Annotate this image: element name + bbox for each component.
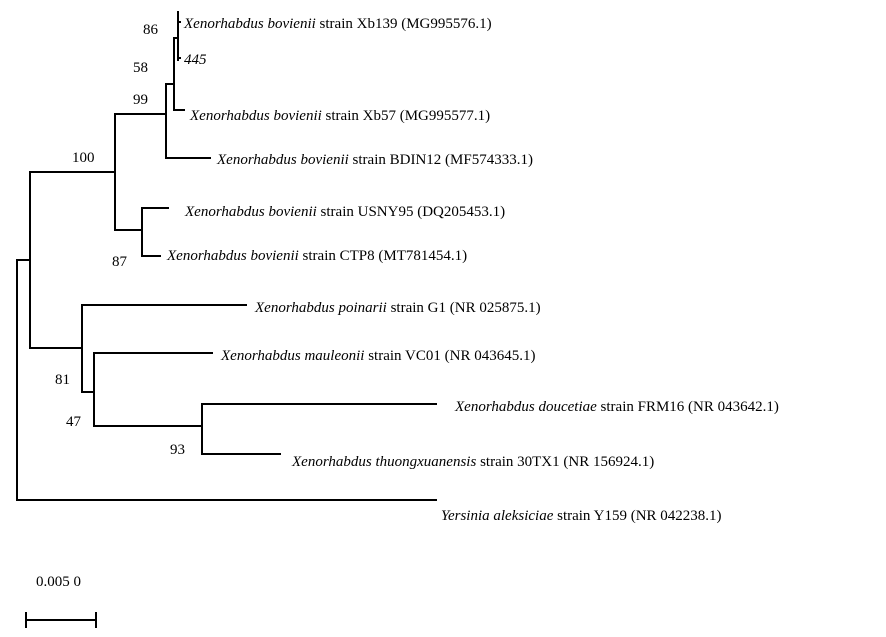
strain-text-30tx1: strain 30TX1 (NR 156924.1) bbox=[476, 454, 654, 470]
species-name-xb139: Xenorhabdus bovienii bbox=[183, 16, 316, 32]
species-name-vc01: Xenorhabdus mauleonii bbox=[220, 348, 364, 364]
taxon-label-usny95: Xenorhabdus bovienii strain USNY95 (DQ20… bbox=[184, 204, 505, 220]
species-name-bdin12: Xenorhabdus bovienii bbox=[216, 152, 349, 168]
species-name-frm16: Xenorhabdus doucetiae bbox=[454, 399, 597, 415]
bootstrap-81: 81 bbox=[55, 372, 70, 388]
taxon-label-frm16: Xenorhabdus doucetiae strain FRM16 (NR 0… bbox=[454, 399, 779, 415]
bootstrap-99: 99 bbox=[133, 92, 148, 108]
bootstrap-58: 58 bbox=[133, 60, 148, 76]
taxon-label-y159: Yersinia aleksiciae strain Y159 (NR 0422… bbox=[441, 508, 722, 524]
scale-bar-label: 0.005 0 bbox=[36, 574, 81, 590]
species-name-30tx1: Xenorhabdus thuongxuanensis bbox=[291, 454, 476, 470]
species-name-y159: Yersinia aleksiciae bbox=[441, 508, 554, 524]
taxon-label-g1: Xenorhabdus poinarii strain G1 (NR 02587… bbox=[254, 300, 541, 316]
bootstrap-100: 100 bbox=[72, 150, 95, 166]
bootstrap-86: 86 bbox=[143, 22, 159, 38]
taxon-label-xb57: Xenorhabdus bovienii strain Xb57 (MG9955… bbox=[189, 108, 490, 124]
species-name-g1: Xenorhabdus poinarii bbox=[254, 300, 387, 316]
taxon-label-bdin12: Xenorhabdus bovienii strain BDIN12 (MF57… bbox=[216, 152, 533, 168]
strain-text-g1: strain G1 (NR 025875.1) bbox=[387, 300, 541, 316]
strain-text-bdin12: strain BDIN12 (MF574333.1) bbox=[349, 152, 533, 168]
taxon-label-vc01: Xenorhabdus mauleonii strain VC01 (NR 04… bbox=[220, 348, 535, 364]
strain-text-ctp8: strain CTP8 (MT781454.1) bbox=[299, 248, 467, 264]
species-name-ctp8: Xenorhabdus bovienii bbox=[166, 248, 299, 264]
taxon-label-30tx1: Xenorhabdus thuongxuanensis strain 30TX1… bbox=[291, 454, 654, 470]
species-name-usny95: Xenorhabdus bovienii bbox=[184, 204, 317, 220]
bootstrap-47: 47 bbox=[66, 414, 82, 430]
strain-text-xb57: strain Xb57 (MG995577.1) bbox=[322, 108, 490, 124]
strain-text-y159: strain Y159 (NR 042238.1) bbox=[553, 508, 721, 524]
strain-text-usny95: strain USNY95 (DQ205453.1) bbox=[317, 204, 505, 220]
bootstrap-93: 93 bbox=[170, 442, 185, 458]
bootstrap-87: 87 bbox=[112, 254, 128, 270]
species-name-xb57: Xenorhabdus bovienii bbox=[189, 108, 322, 124]
strain-text-xb139: strain Xb139 (MG995576.1) bbox=[316, 16, 492, 32]
taxon-label-ctp8: Xenorhabdus bovienii strain CTP8 (MT7814… bbox=[166, 248, 467, 264]
strain-text-vc01: strain VC01 (NR 043645.1) bbox=[364, 348, 535, 364]
taxon-label-xb139: Xenorhabdus bovienii strain Xb139 (MG995… bbox=[183, 16, 492, 32]
taxon-label-445: 445 bbox=[184, 52, 207, 68]
strain-text-frm16: strain FRM16 (NR 043642.1) bbox=[597, 399, 779, 415]
